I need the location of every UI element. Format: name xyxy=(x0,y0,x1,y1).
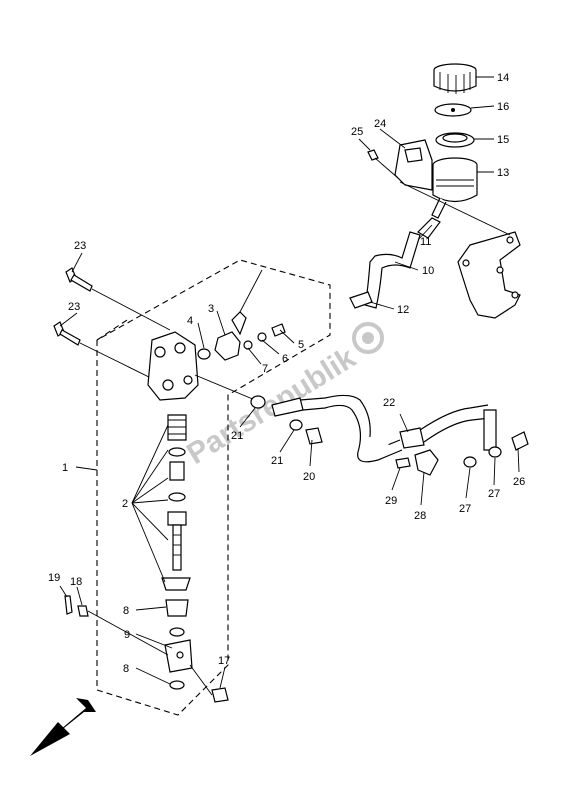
piston-stack xyxy=(161,414,191,637)
callout-18: 18 xyxy=(70,576,82,588)
diaphragm-plate xyxy=(434,103,472,117)
direction-arrow-icon xyxy=(30,698,96,756)
clevis xyxy=(64,595,229,703)
callout-11: 11 xyxy=(420,236,431,248)
callout-leaders xyxy=(59,76,520,689)
callout-9: 9 xyxy=(124,629,130,641)
callout-29: 29 xyxy=(385,495,397,507)
frame-bracket xyxy=(457,231,521,319)
callout-21-upper: 21 xyxy=(231,430,243,442)
callout-27-left: 27 xyxy=(459,503,471,515)
callout-12: 12 xyxy=(397,304,409,316)
bolt-23-upper xyxy=(65,267,171,331)
callout-22: 22 xyxy=(383,397,395,409)
callout-1: 1 xyxy=(62,462,68,474)
callout-10: 10 xyxy=(422,265,434,277)
hose-union xyxy=(194,269,286,401)
callout-23-upper: 23 xyxy=(74,240,86,252)
callout-6: 6 xyxy=(282,353,288,365)
master-cylinder-body xyxy=(147,331,199,401)
callout-24: 24 xyxy=(374,118,386,130)
callout-2: 2 xyxy=(122,498,128,510)
banjo-washers xyxy=(463,431,529,468)
callout-25: 25 xyxy=(351,126,363,138)
callout-19: 19 xyxy=(48,572,60,584)
callout-13: 13 xyxy=(497,167,509,179)
reservoir-cap xyxy=(433,63,477,94)
reservoir-assembly xyxy=(367,63,521,319)
callout-7: 7 xyxy=(262,363,268,375)
callout-21-lower: 21 xyxy=(271,455,283,467)
callout-23-lower: 23 xyxy=(68,301,80,313)
callout-15: 15 xyxy=(497,134,509,146)
callout-20: 20 xyxy=(303,471,315,483)
callout-labels: 1 2 3 4 5 6 7 8 8 9 10 11 12 13 14 15 16… xyxy=(48,72,525,675)
callout-3: 3 xyxy=(208,303,214,315)
callout-27-right: 27 xyxy=(488,488,500,500)
brake-hose xyxy=(250,394,497,463)
callout-16: 16 xyxy=(497,101,509,113)
callout-28: 28 xyxy=(414,510,426,522)
callout-17: 17 xyxy=(218,655,230,667)
callout-8-upper: 8 xyxy=(123,605,129,617)
assembly-outline xyxy=(96,259,331,716)
hose-clamp xyxy=(395,449,439,476)
callout-26: 26 xyxy=(513,476,525,488)
bolt-25 xyxy=(367,149,399,179)
callout-4: 4 xyxy=(187,315,193,327)
callout-5: 5 xyxy=(298,339,304,351)
callout-8-lower: 8 xyxy=(123,663,129,675)
callout-14: 14 xyxy=(497,72,509,84)
watermark-gear-icon xyxy=(352,322,384,354)
reservoir-body xyxy=(431,157,478,219)
diaphragm xyxy=(435,132,475,148)
bolt-23-lower xyxy=(53,321,156,381)
